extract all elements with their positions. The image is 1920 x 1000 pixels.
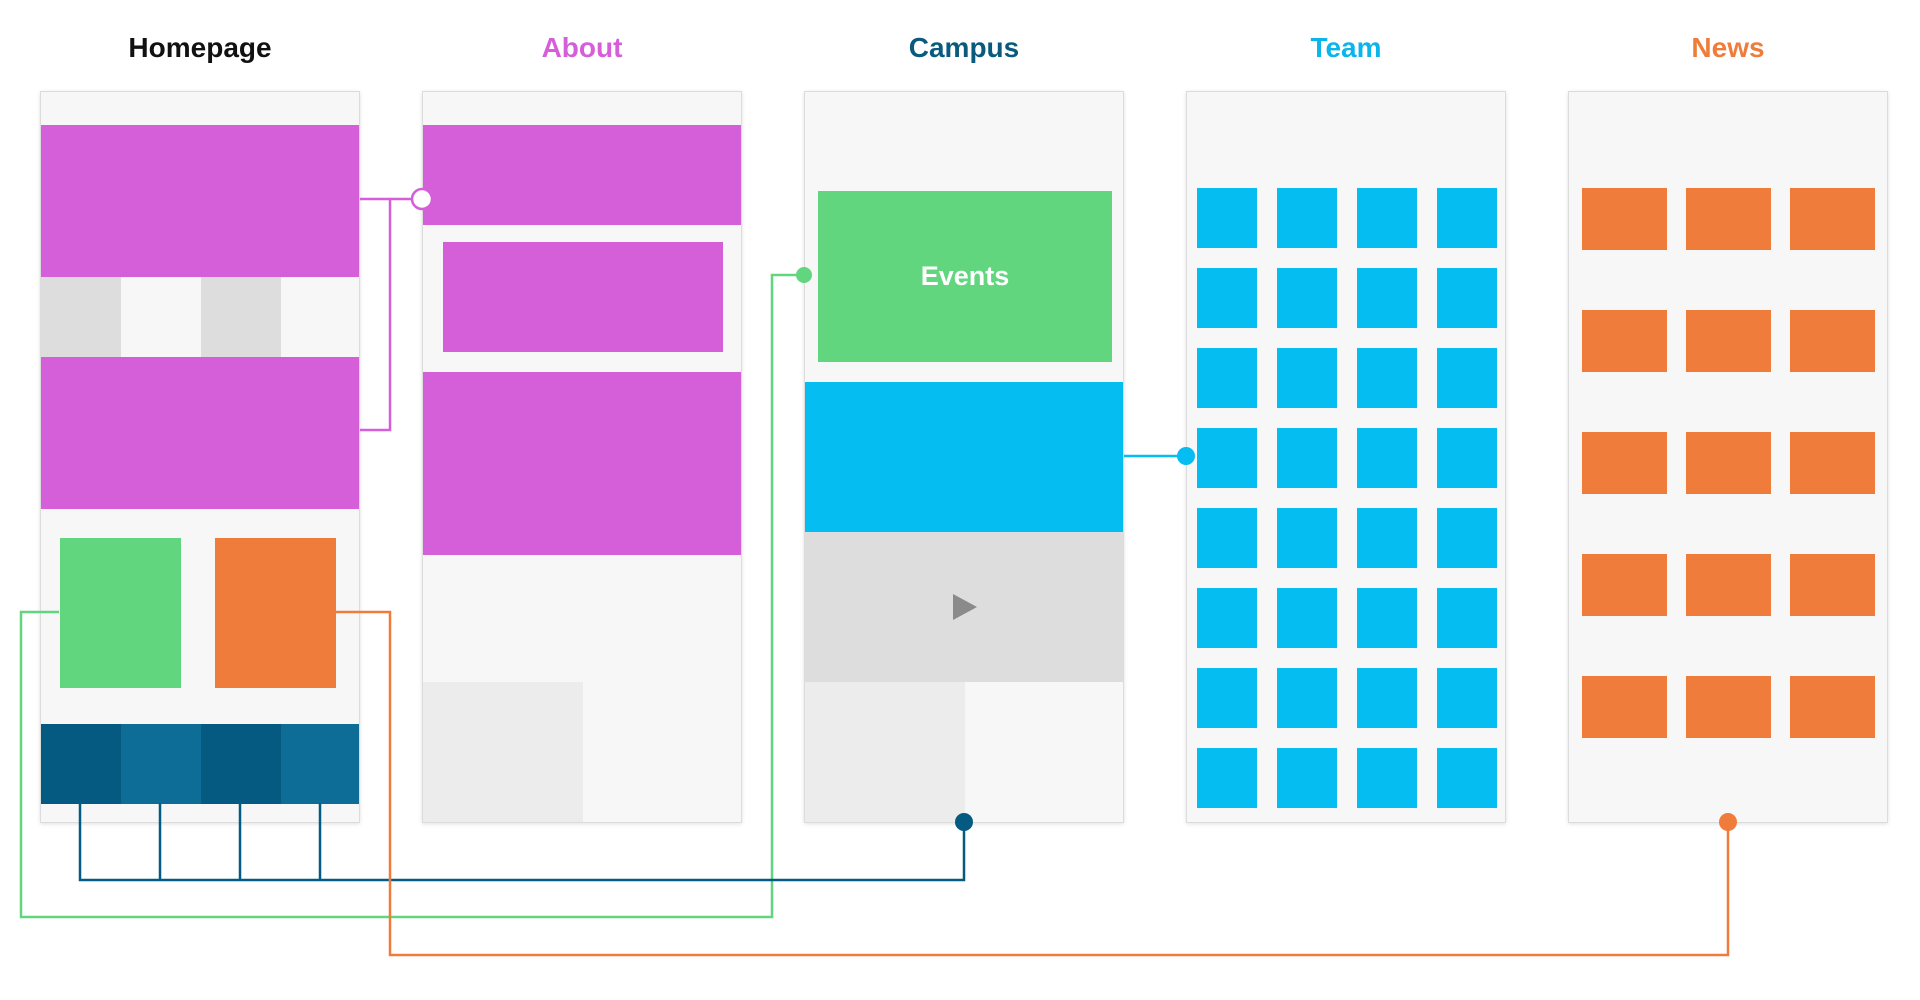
team-member-tile [1197, 508, 1257, 568]
team-member-tile [1277, 188, 1337, 248]
news-article-tile [1790, 432, 1875, 494]
nav-tile [121, 724, 201, 804]
news-article-tile [1686, 188, 1771, 250]
homepage-title: Homepage [128, 32, 272, 63]
homepage-wireframe [40, 91, 360, 823]
news-article-tile [1582, 432, 1667, 494]
campus-blue-band [805, 382, 1123, 532]
news-article-tile [1790, 188, 1875, 250]
team-member-tile [1277, 268, 1337, 328]
team-member-tile [1357, 748, 1417, 808]
orange-feature-block [215, 538, 336, 688]
news-article-tile [1790, 676, 1875, 738]
team-member-tile [1437, 748, 1497, 808]
campus-title: Campus [908, 32, 1020, 63]
team-member-tile [1197, 668, 1257, 728]
team-member-tile [1357, 588, 1417, 648]
team-member-tile [1357, 428, 1417, 488]
about-wireframe [422, 91, 742, 823]
green-feature-block [60, 538, 181, 688]
nav-tile [281, 724, 359, 804]
news-article-tile [1686, 554, 1771, 616]
team-member-tile [1277, 428, 1337, 488]
video-block[interactable] [805, 532, 1123, 682]
events-label: Events [920, 261, 1010, 291]
events-block[interactable]: Events [818, 191, 1112, 362]
gray-tile [41, 277, 121, 357]
news-title: News [1691, 32, 1765, 63]
nav-tile [41, 724, 121, 804]
news-article-tile [1582, 188, 1667, 250]
team-member-tile [1197, 428, 1257, 488]
team-member-tile [1277, 668, 1337, 728]
team-member-tile [1277, 748, 1337, 808]
team-member-tile [1437, 508, 1497, 568]
news-article-tile [1686, 676, 1771, 738]
news-article-tile [1582, 310, 1667, 372]
about-content-block [443, 242, 723, 352]
team-wireframe [1186, 91, 1506, 823]
news-article-tile [1582, 676, 1667, 738]
news-article-tile [1790, 554, 1875, 616]
team-member-tile [1357, 268, 1417, 328]
campus-footer-block [805, 682, 965, 822]
news-wireframe [1568, 91, 1888, 823]
play-icon[interactable] [953, 594, 977, 620]
team-member-tile [1437, 588, 1497, 648]
team-member-tile [1357, 348, 1417, 408]
secondary-banner-block [41, 357, 359, 509]
team-member-tile [1437, 668, 1497, 728]
news-article-tile [1582, 554, 1667, 616]
about-footer-block [423, 682, 583, 822]
team-member-tile [1437, 188, 1497, 248]
team-member-tile [1277, 348, 1337, 408]
team-member-tile [1357, 188, 1417, 248]
news-article-tile [1686, 432, 1771, 494]
about-title: About [541, 32, 623, 63]
team-member-tile [1357, 668, 1417, 728]
news-article-tile [1790, 310, 1875, 372]
gray-tile [201, 277, 281, 357]
news-article-tile [1686, 310, 1771, 372]
campus-wireframe: Events [804, 91, 1124, 823]
magenta-connector [360, 197, 392, 432]
team-member-tile [1197, 188, 1257, 248]
nav-tile [201, 724, 281, 804]
team-member-tile [1277, 508, 1337, 568]
team-member-tile [1197, 748, 1257, 808]
team-member-tile [1277, 588, 1337, 648]
hero-banner-block [41, 125, 359, 277]
team-member-tile [1357, 508, 1417, 568]
team-member-tile [1437, 428, 1497, 488]
team-title: Team [1310, 32, 1382, 63]
team-member-tile [1197, 348, 1257, 408]
team-member-tile [1197, 268, 1257, 328]
team-member-tile [1437, 268, 1497, 328]
team-member-tile [1437, 348, 1497, 408]
team-member-tile [1197, 588, 1257, 648]
about-header-block [423, 125, 741, 225]
about-feature-block [423, 372, 741, 555]
